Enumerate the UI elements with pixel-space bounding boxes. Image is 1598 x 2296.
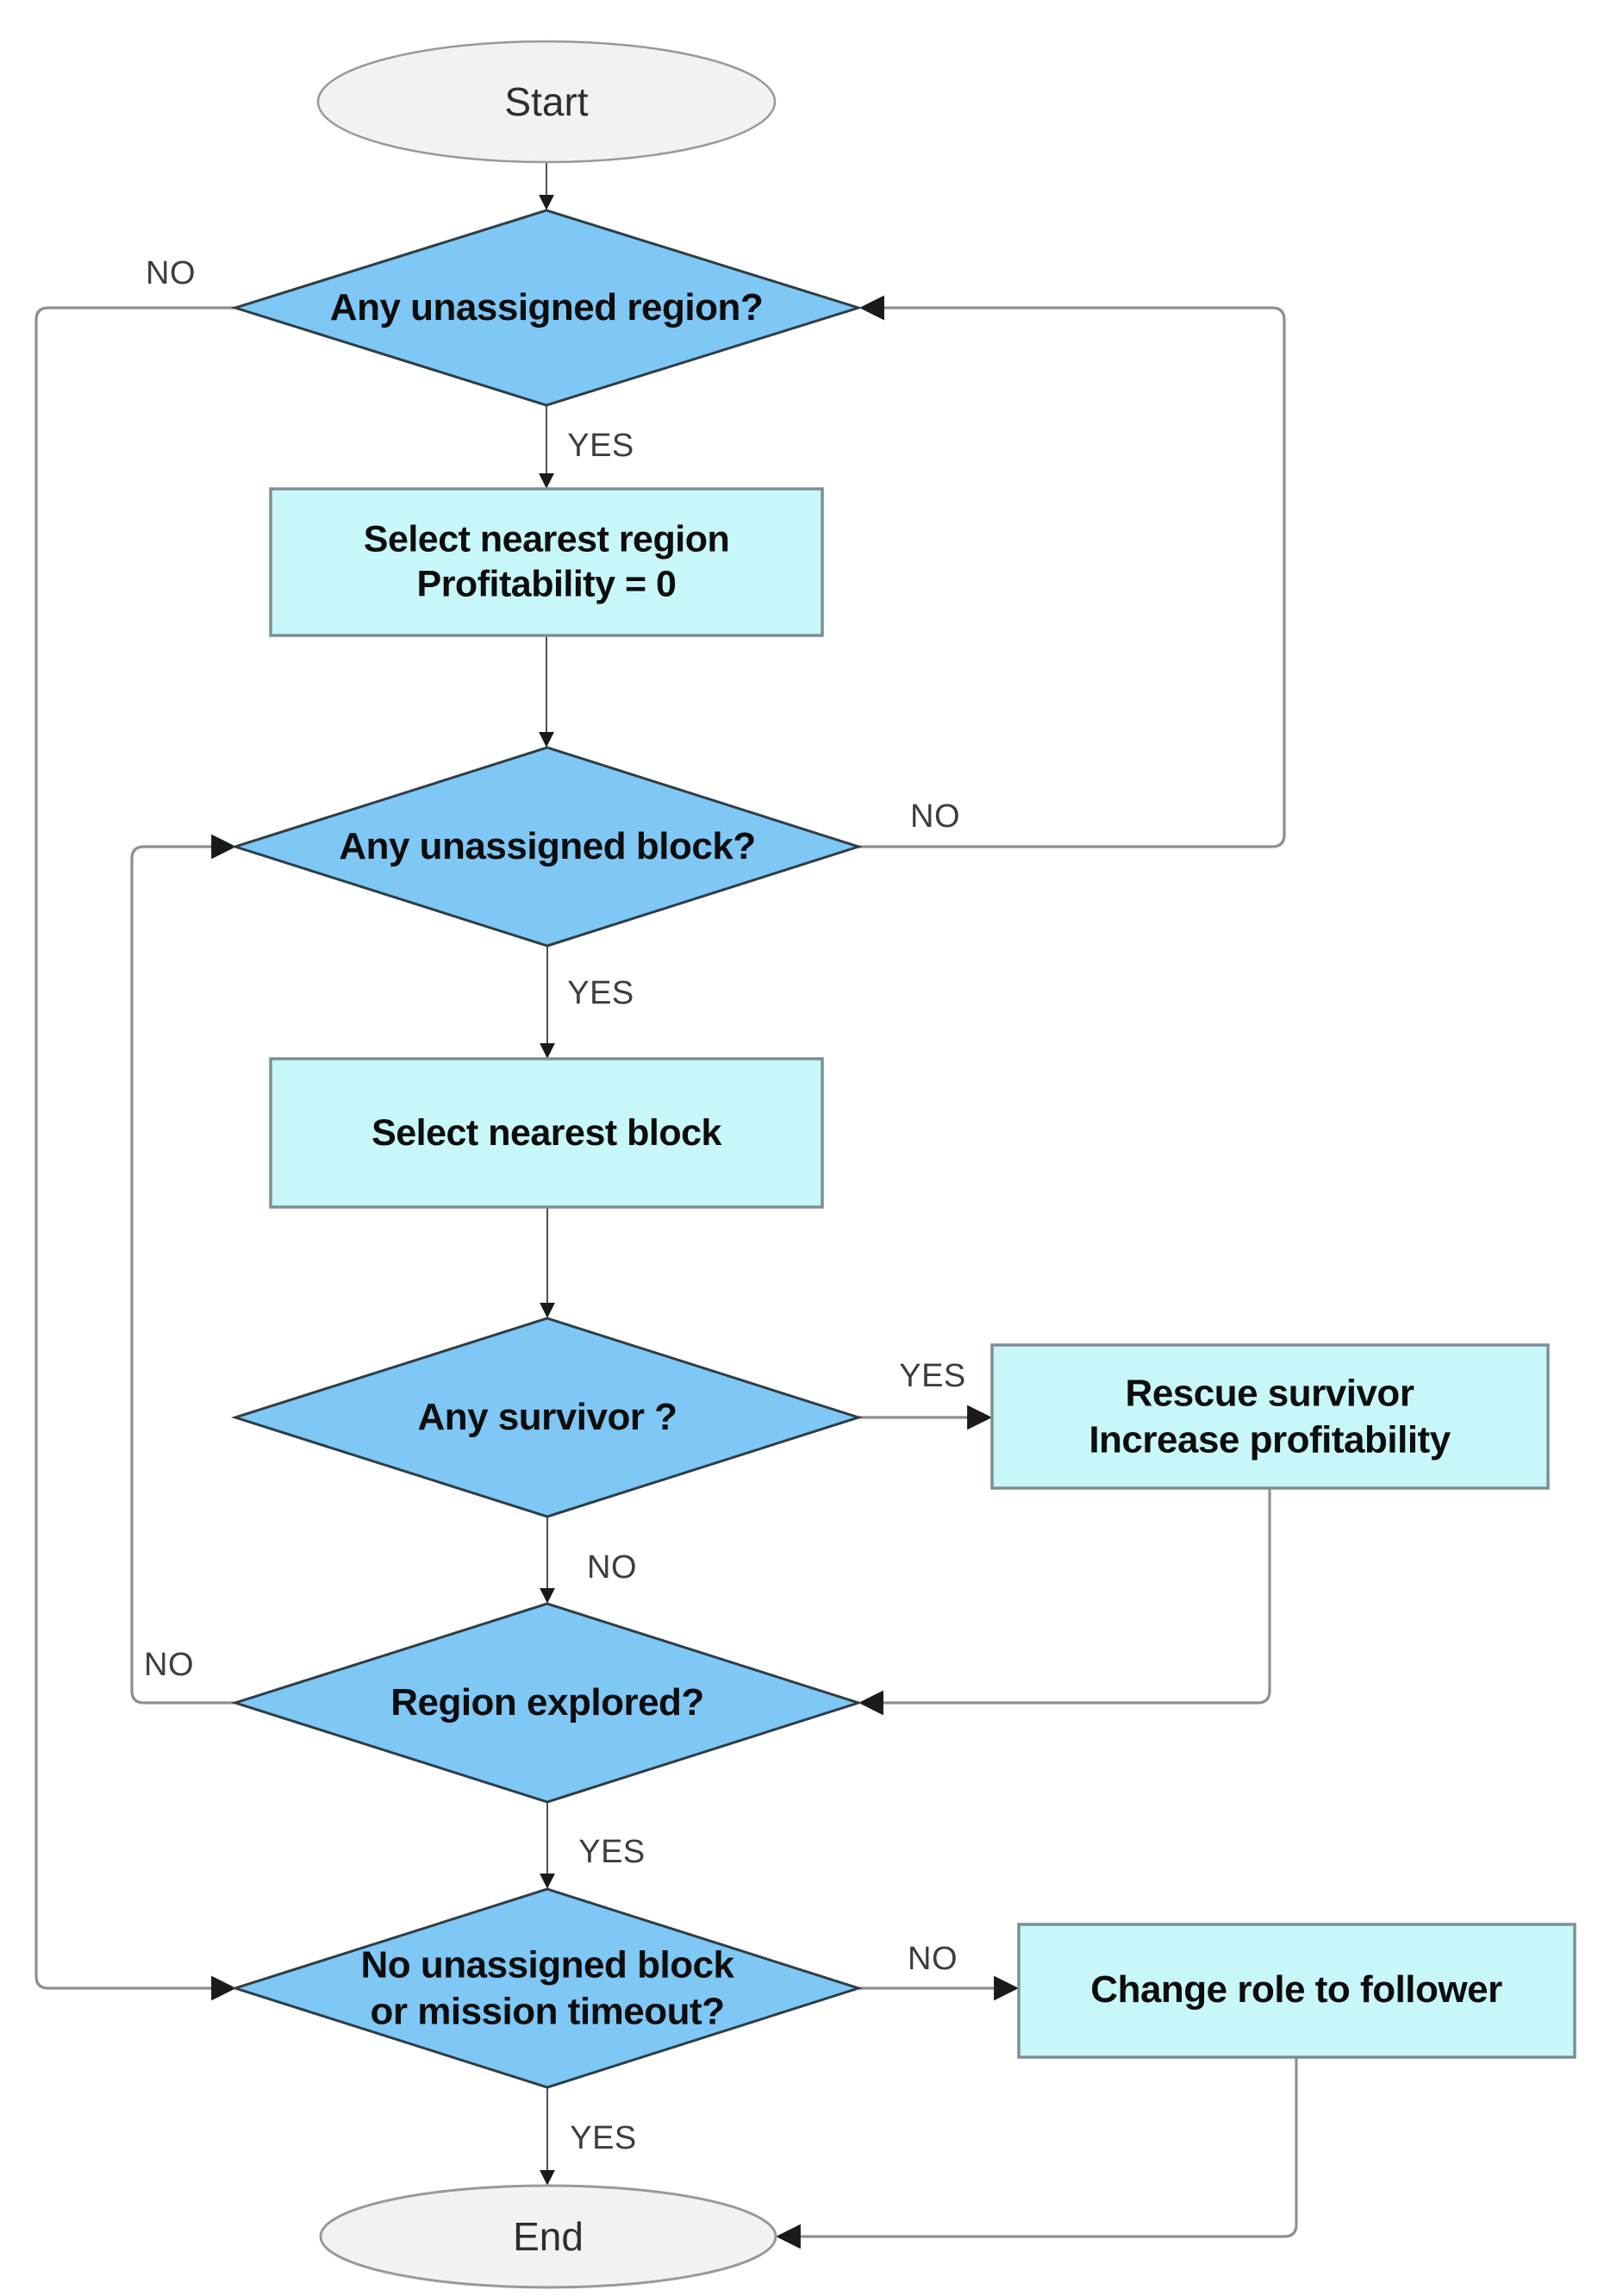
any-survivor-label: Any survivor ? <box>417 1396 677 1439</box>
rescue-survivor-label: Rescue survivor Increase profitability <box>1089 1370 1451 1462</box>
edge-d1-no-to-d5 <box>34 306 236 2001</box>
node-any-survivor <box>231 1317 863 1518</box>
select-nearest-region-line2: Profitability = 0 <box>416 564 677 605</box>
node-end <box>319 2184 777 2289</box>
edge-d2-no-to-d1 <box>858 295 1286 848</box>
d5-yes-label: YES <box>570 2119 637 2156</box>
node-rescue-survivor <box>990 1343 1550 1490</box>
d4-no-label: NO <box>144 1646 194 1683</box>
terminator-nodes <box>316 40 777 2289</box>
node-region-explored <box>231 1602 863 1804</box>
any-unassigned-block-label: Any unassigned block? <box>339 825 756 868</box>
end-label: End <box>513 2213 584 2259</box>
edge-group-vertical <box>539 162 555 2186</box>
start-label: Start <box>504 78 589 124</box>
edge-d4-no-to-d2 <box>130 834 236 1705</box>
d1-no-label: NO <box>146 254 196 291</box>
edge-p4-to-end <box>776 2057 1298 2249</box>
node-select-nearest-region <box>269 487 824 637</box>
change-role-to-follower-label: Change role to follower <box>1090 1968 1502 2011</box>
any-unassigned-region-label: Any unassigned region? <box>329 286 764 329</box>
node-any-unassigned-block <box>231 746 863 948</box>
d3-no-label: NO <box>587 1548 637 1586</box>
edge-p3-to-d4 <box>858 1488 1271 1716</box>
d5-no-label: NO <box>908 1940 958 1977</box>
node-change-role-to-follower <box>1017 1923 1576 2059</box>
select-nearest-block-label: Select nearest block <box>371 1111 721 1154</box>
node-any-unassigned-region <box>230 209 864 407</box>
select-nearest-region-label: Select nearest region Profitability = 0 <box>363 517 730 608</box>
d3-yes-label: YES <box>899 1357 966 1394</box>
decision-nodes <box>230 209 864 2089</box>
d4-yes-label: YES <box>578 1833 646 1870</box>
node-no-unassigned-block-or-timeout <box>231 1887 863 2089</box>
rescue-survivor-line1: Rescue survivor <box>1125 1372 1414 1415</box>
no-unassigned-block-or-timeout-label: No unassigned block or mission timeout? <box>360 1942 734 2034</box>
no-unassigned-block-line1: No unassigned block <box>360 1943 734 1986</box>
node-start <box>316 40 777 164</box>
node-select-nearest-block <box>269 1057 824 1209</box>
edge-group-routed <box>34 295 1298 2249</box>
select-nearest-region-line1: Select nearest region <box>363 518 730 560</box>
region-explored-label: Region explored? <box>390 1681 704 1724</box>
process-nodes <box>269 487 1576 2059</box>
d2-yes-label: YES <box>567 974 634 1011</box>
rescue-survivor-line2: Increase profitability <box>1089 1418 1451 1461</box>
d2-no-label: NO <box>910 798 960 835</box>
no-unassigned-block-line2: or mission timeout? <box>370 1990 725 2032</box>
d1-yes-label: YES <box>567 427 634 464</box>
